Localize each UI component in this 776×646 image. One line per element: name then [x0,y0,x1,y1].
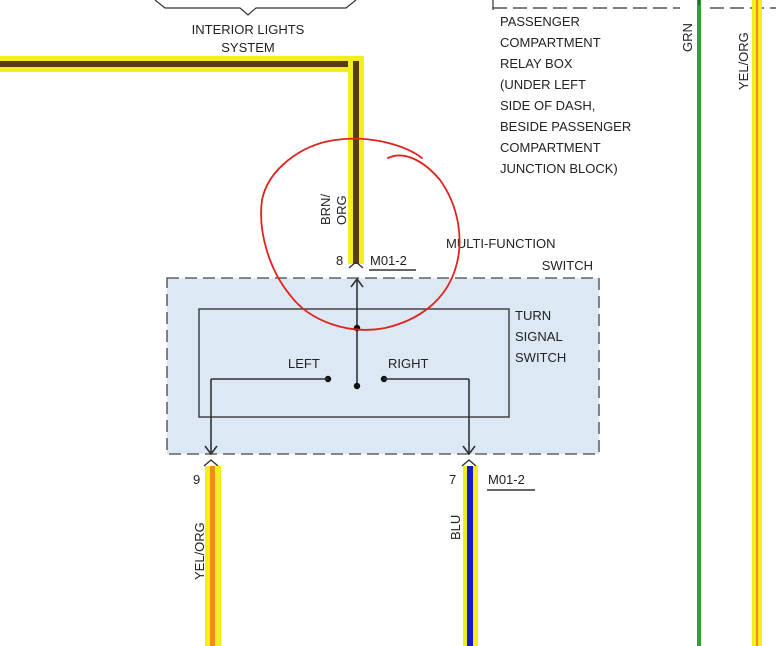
wire-right-blu-label: BLU [448,515,463,540]
wire-green-label: GRN [680,23,695,52]
turn-signal-switch-box [198,308,510,418]
multi-function-switch-label-1: MULTI-FUNCTION [446,236,556,251]
relay-box-line: COMPARTMENT [500,35,601,50]
wire-brn-org-label-2: ORG [334,195,349,225]
turn-signal-label-1: TURN [515,308,551,323]
connector-bottom: M01-2 [488,472,525,487]
relay-box-line: RELAY BOX [500,56,573,71]
relay-box-line: COMPARTMENT [500,140,601,155]
turn-signal-label-3: SWITCH [515,350,566,365]
multi-function-switch-label-2: SWITCH [542,258,593,273]
connector-top: M01-2 [370,253,407,268]
interior-lights-box [154,0,357,16]
pin-8: 8 [336,253,343,268]
annotation-red-circle [260,137,461,331]
interior-lights-label-1: INTERIOR LIGHTS [192,22,305,37]
relay-box-line: PASSENGER [500,14,580,29]
wire-right-blu [461,459,478,646]
relay-box-label: PASSENGER COMPARTMENT RELAY BOX (UNDER L… [500,14,631,176]
multi-function-switch-box [166,277,600,455]
relay-box-line: SIDE OF DASH, [500,98,595,113]
relay-box-line: JUNCTION BLOCK) [500,161,618,176]
turn-signal-label-2: SIGNAL [515,329,563,344]
wire-brn-org [0,56,364,269]
left-label: LEFT [288,356,320,371]
wire-left-yelorg-label: YEL/ORG [192,522,207,580]
wire-green [697,0,701,646]
wire-yelorg-right [752,0,762,646]
wire-yelorg-right-label: YEL/ORG [736,32,751,90]
pin-9: 9 [193,472,200,487]
relay-box-line: (UNDER LEFT [500,77,586,92]
pin-7: 7 [449,472,456,487]
interior-lights-label-2: SYSTEM [221,40,274,55]
wire-left-yelorg [203,459,221,646]
relay-box-outline [492,0,776,10]
relay-box-line: BESIDE PASSENGER [500,119,631,134]
right-label: RIGHT [388,356,429,371]
wire-brn-org-label-1: BRN/ [318,194,333,225]
